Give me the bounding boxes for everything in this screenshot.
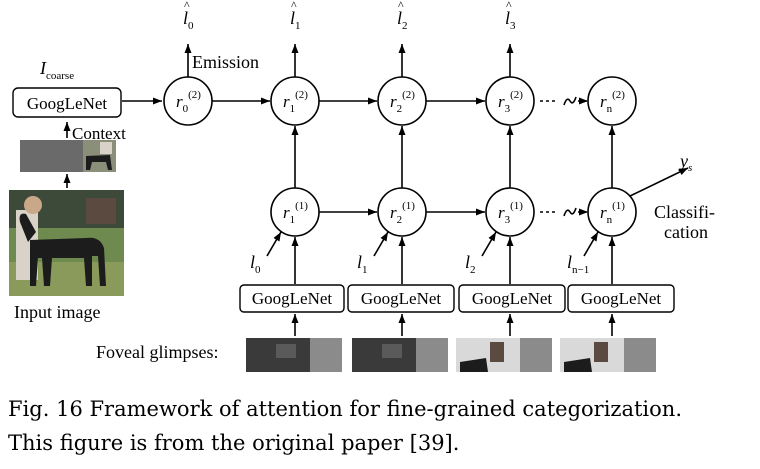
top-layer-nodes: r0(2) r1(2) r2(2) r3(2) rn(2) <box>163 76 637 126</box>
location-input-arrow <box>481 231 497 257</box>
location-input-arrow <box>266 231 282 257</box>
top-node-circle <box>270 76 320 126</box>
input-image <box>9 190 124 296</box>
top-node-r2: r2(2) <box>377 76 427 126</box>
location-input-arrow <box>373 231 389 257</box>
location-input-label: l2 <box>465 252 476 276</box>
figure-caption: Fig. 16 Framework of attention for fine-… <box>8 392 758 460</box>
bottom-node-circle <box>270 187 320 237</box>
location-input-arrow <box>583 231 599 257</box>
location-inputs: l0 l1 l2 ln−1 <box>250 231 599 276</box>
recurrent-connections <box>212 96 616 217</box>
googlenet-glimpse-label: GoogLeNet <box>581 289 662 308</box>
top-node-label: r3(2) <box>498 89 523 115</box>
top-node-circle <box>587 76 637 126</box>
bottom-node-label: r2(1) <box>390 200 415 226</box>
googlenet-glimpse-box: GoogLeNet <box>567 284 675 313</box>
emission-output-label: l1 <box>290 8 301 32</box>
classification-label-line1: Classifi- <box>654 202 715 222</box>
emission-output-label: l0 <box>183 8 194 32</box>
arrow-classification <box>629 167 689 197</box>
context-thumbnails <box>20 140 116 172</box>
top-node-label: rn(2) <box>600 89 625 115</box>
bottom-node-label: r1(1) <box>283 200 308 226</box>
top-node-r3: r3(2) <box>485 76 535 126</box>
ys-label: ys <box>678 151 692 174</box>
bottom-node-label: rn(1) <box>600 200 625 226</box>
top-node-circle <box>377 76 427 126</box>
coarse-label: Icoarse <box>39 58 74 82</box>
emission-label: Emission <box>192 52 259 72</box>
top-node-r0: r0(2) <box>163 76 213 126</box>
top-node-label: r0(2) <box>176 89 201 115</box>
googlenet-glimpse-box: GoogLeNet <box>347 284 455 313</box>
glimpse-thumbnail <box>456 338 552 372</box>
bottom-node-r3: r3(1) <box>485 187 535 237</box>
input-image-label: Input image <box>14 302 100 322</box>
bottom-node-circle <box>587 187 637 237</box>
glimpse-thumbnail <box>560 338 656 372</box>
googlenet-coarse-box: GoogLeNet <box>12 87 122 118</box>
top-node-rn: rn(2) <box>587 76 637 126</box>
top-node-label: r1(2) <box>283 89 308 115</box>
top-node-label: r2(2) <box>390 89 415 115</box>
bottom-node-label: r3(1) <box>498 200 523 226</box>
top-node-r1: r1(2) <box>270 76 320 126</box>
googlenet-glimpse-box: GoogLeNet <box>239 284 345 313</box>
top-node-circle <box>163 76 213 126</box>
top-node-circle <box>485 76 535 126</box>
caption-line-1: Fig. 16 Framework of attention for fine-… <box>8 397 682 421</box>
googlenet-glimpse-label: GoogLeNet <box>361 289 442 308</box>
hat-mark: ^ <box>398 0 404 12</box>
classification-label-line2: cation <box>664 222 708 242</box>
emission-output-label: l2 <box>397 8 408 32</box>
bottom-node-r2: r2(1) <box>377 187 427 237</box>
glimpse-thumbnail <box>246 338 342 372</box>
hat-mark: ^ <box>506 0 512 12</box>
bottom-layer-nodes: r1(1) r2(1) r3(1) rn(1) <box>270 187 637 237</box>
bottom-node-circle <box>485 187 535 237</box>
foveal-glimpses <box>246 338 656 372</box>
context-label: Context <box>72 124 126 143</box>
emission-outputs: l0^l1^l2^l3^ <box>183 0 516 77</box>
hat-mark: ^ <box>291 0 297 12</box>
googlenet-coarse-label: GoogLeNet <box>27 94 108 113</box>
googlenet-glimpse-label: GoogLeNet <box>472 289 553 308</box>
glimpse-networks: GoogLeNet GoogLeNet GoogLeNet GoogLeNet <box>239 237 675 336</box>
location-input-label: l1 <box>357 252 368 276</box>
glimpse-thumbnail <box>352 338 448 372</box>
hat-mark: ^ <box>184 0 190 12</box>
googlenet-glimpse-label: GoogLeNet <box>252 289 333 308</box>
googlenet-glimpse-box: GoogLeNet <box>458 284 566 313</box>
bottom-node-circle <box>377 187 427 237</box>
attention-framework-diagram: Input image Context Icoarse GoogLeNet l0… <box>9 0 715 372</box>
bottom-node-rn: rn(1) <box>587 187 637 237</box>
bottom-node-r1: r1(1) <box>270 187 320 237</box>
emission-output-label: l3 <box>505 8 516 32</box>
foveal-glimpses-label: Foveal glimpses: <box>96 342 219 362</box>
caption-line-2: This figure is from the original paper [… <box>8 431 460 455</box>
location-input-label: l0 <box>250 252 261 276</box>
location-input-label: ln−1 <box>567 252 589 276</box>
